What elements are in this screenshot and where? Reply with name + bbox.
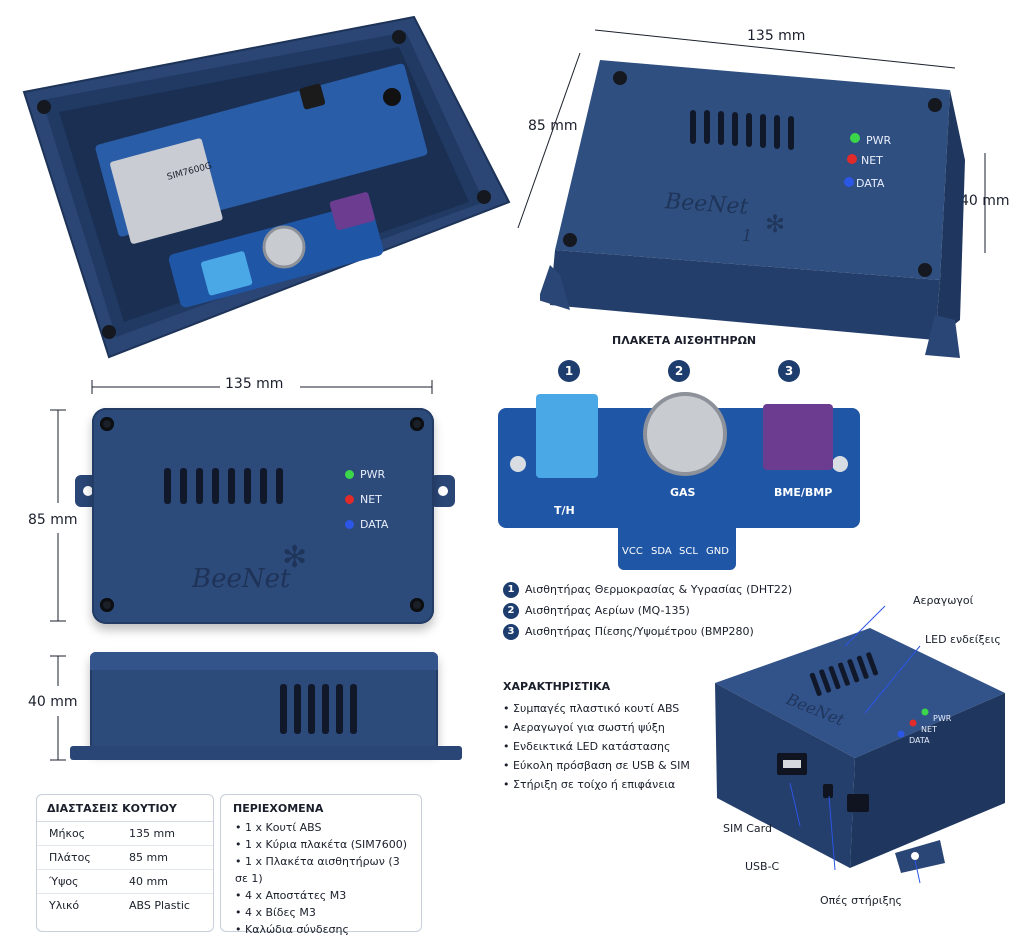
front-depth-arrow — [50, 409, 66, 622]
front-view: 135 mm 85 mm PWR NET DATA BeeNet ✻ — [20, 370, 470, 770]
dim-depth-label: 85 mm — [528, 118, 578, 134]
marker-2: 2 — [668, 360, 690, 382]
sensor-board-section: ΠΛΑΚΕΤΑ ΑΙΣΘΗΤΗΡΩΝ 1 2 3 T/H GAS BME/BMP… — [490, 330, 870, 575]
feature-item: • Συμπαγές πλαστικό κουτί ABS — [503, 702, 680, 715]
marker-1: 1 — [558, 360, 580, 382]
ports-led-data: DATA — [909, 736, 930, 745]
dim-depth-arrow — [517, 52, 581, 229]
pin-sda: SDA — [651, 546, 672, 557]
contents-item: • Καλώδια σύνδεσης — [235, 923, 349, 936]
side-base — [70, 746, 462, 760]
ports-enclosure-illustration — [715, 605, 1005, 884]
front-led-label-pwr: PWR — [360, 468, 386, 481]
front-brand-logo: BeeNet — [192, 564, 291, 594]
feature-item: • Αεραγωγοί για σωστή ψύξη — [503, 721, 665, 734]
pin-vcc: VCC — [622, 546, 643, 557]
feature-item: • Στήριξη σε τοίχο ή επιφάνεια — [503, 778, 676, 791]
contents-item: • 1 x Κουτί ABS — [235, 821, 322, 834]
label-th: T/H — [554, 504, 575, 517]
pin-header: VCC SDA SCL GND — [618, 522, 736, 570]
contents-title: ΠΕΡΙΕΧΟΜΕΝΑ — [233, 802, 324, 815]
led-label-net: NET — [861, 154, 883, 167]
front-led-label-data: DATA — [360, 518, 389, 531]
front-led-label-net: NET — [360, 493, 382, 506]
sensor-board-title: ΠΛΑΚΕΤΑ ΑΙΣΘΗΤΗΡΩΝ — [612, 334, 757, 347]
dim-width-arrow — [594, 29, 956, 69]
callout-leds: LED ενδείξεις — [925, 633, 1001, 646]
front-depth-label: 85 mm — [28, 512, 78, 528]
ports-view: PWR NET DATA BeeNet Αεραγωγοί LED ενδείξ… — [705, 588, 1020, 913]
brand-mark: 1 — [742, 226, 753, 245]
contents-item: • 4 x Αποστάτες M3 — [235, 889, 347, 902]
bee-icon: ✻ — [765, 210, 786, 238]
contents-panel: ΠΕΡΙΕΧΟΜΕΝΑ • 1 x Κουτί ABS • 1 x Κύρια … — [220, 794, 422, 936]
mount-tab-right — [430, 475, 455, 507]
ports-led-net: NET — [921, 725, 937, 734]
open-enclosure-view: SIM7600G — [14, 12, 514, 367]
contents-item: • 4 x Βίδες M3 — [235, 906, 316, 919]
led-label-pwr: PWR — [866, 134, 892, 147]
pin-scl: SCL — [679, 546, 698, 557]
closed-enclosure-top-view: 135 mm 85 mm 40 mm PWR NET — [510, 20, 1020, 360]
marker-3: 3 — [778, 360, 800, 382]
dht22-sensor — [536, 394, 598, 478]
front-width-label: 135 mm — [225, 376, 284, 392]
led-label-data: DATA — [856, 177, 885, 190]
label-bme: BME/BMP — [774, 486, 833, 499]
dim-width-label: 135 mm — [747, 28, 806, 44]
feature-item: • Εύκολη πρόσβαση σε USB & SIM — [503, 759, 690, 772]
bmp280-sensor — [763, 404, 833, 470]
closed-enclosure-illustration — [540, 60, 965, 358]
callout-usb: USB-C — [745, 860, 780, 873]
features-title: ΧΑΡΑΚΤΗΡΙΣΤΙΚΑ — [503, 680, 611, 693]
led-net — [345, 495, 354, 504]
box-dimensions-title: ΔΙΑΣΤΑΣΕΙΣ ΚΟΥΤΙΟΥ — [37, 795, 213, 822]
side-case — [90, 652, 438, 750]
side-height-arrow — [50, 655, 66, 761]
pin-gnd: GND — [706, 546, 729, 557]
led-data — [345, 520, 354, 529]
ports-led-pwr: PWR — [933, 714, 952, 723]
front-bee-icon: ✻ — [282, 540, 308, 575]
open-enclosure-illustration: SIM7600G — [22, 15, 511, 359]
sensor-pcb: T/H GAS BME/BMP — [498, 392, 860, 528]
callout-vents: Αεραγωγοί — [913, 594, 974, 607]
label-gas: GAS — [670, 486, 696, 499]
mq135-sensor — [643, 392, 727, 476]
dim-height-arrow — [984, 153, 986, 253]
front-width-arrow — [91, 380, 433, 394]
features-section: ΧΑΡΑΚΤΗΡΙΣΤΙΚΑ • Συμπαγές πλαστικό κουτί… — [503, 680, 713, 794]
side-height-label: 40 mm — [28, 694, 78, 710]
feature-item: • Ενδεικτικά LED κατάστασης — [503, 740, 671, 753]
callout-sim: SIM Card — [723, 822, 772, 835]
contents-item: • 1 x Πλακέτα αισθητήρων (3 σε 1) — [235, 855, 400, 885]
front-case: PWR NET DATA BeeNet ✻ — [92, 408, 434, 624]
led-pwr — [345, 470, 354, 479]
contents-item: • 1 x Κύρια πλακέτα (SIM7600) — [235, 838, 408, 851]
callout-mount: Οπές στήριξης — [820, 894, 903, 907]
